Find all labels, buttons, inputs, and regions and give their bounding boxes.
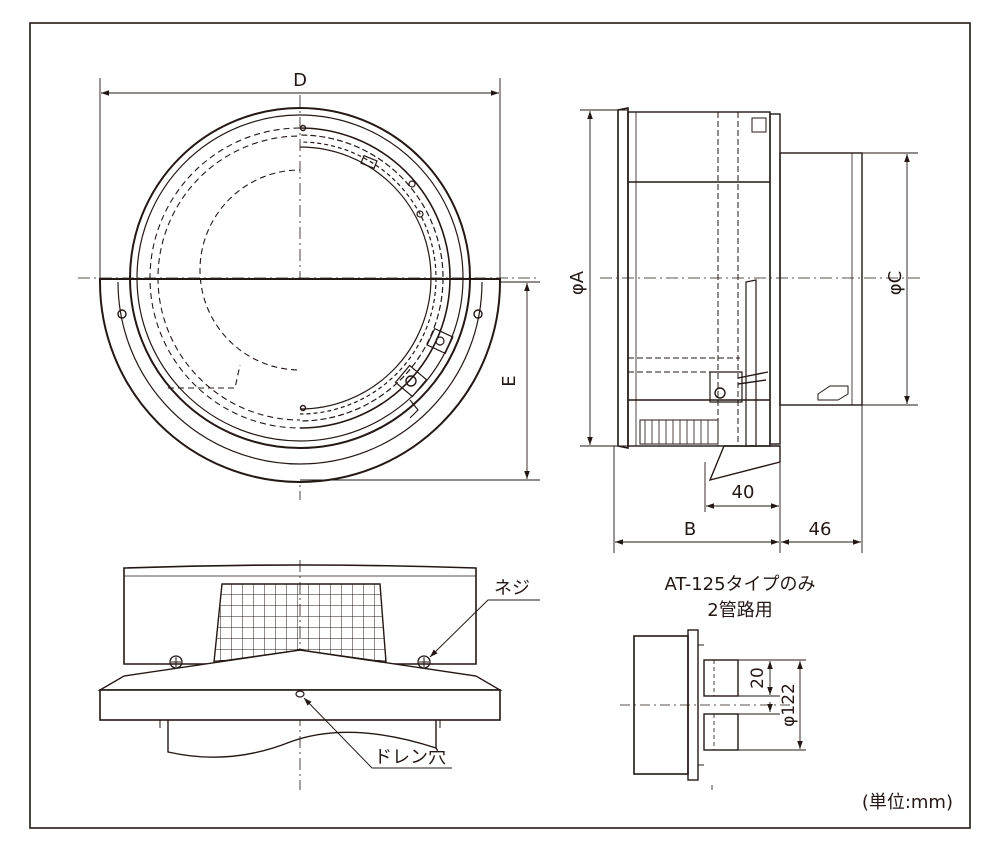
callout-screw: ネジ	[494, 578, 530, 599]
unit-note: (単位:mm)	[862, 792, 953, 813]
frame-border	[29, 22, 971, 829]
variant-dimensions	[738, 659, 806, 751]
side-dimensions	[580, 109, 918, 553]
dimension-label-b: B	[684, 519, 696, 540]
dimension-label-e: E	[499, 375, 520, 386]
dimension-label-phi-a: φA	[567, 270, 588, 295]
variant-title: AT-125タイプのみ	[664, 574, 815, 595]
dimension-label-40: 40	[732, 482, 755, 503]
front-dimensions	[99, 78, 540, 481]
side-view	[600, 107, 920, 482]
dimension-label-20: 20	[748, 667, 768, 689]
bottom-view	[97, 560, 540, 790]
dimension-label-d: D	[293, 70, 307, 91]
front-view	[78, 95, 538, 500]
dimension-label-phi-c: φC	[885, 271, 906, 295]
callout-drain-hole: ドレン穴	[374, 747, 446, 768]
variant-subtitle: 2管路用	[707, 600, 772, 621]
dimension-label-phi-122: φ122	[779, 683, 799, 727]
dimension-label-46: 46	[809, 519, 832, 540]
variant-view	[620, 629, 790, 790]
